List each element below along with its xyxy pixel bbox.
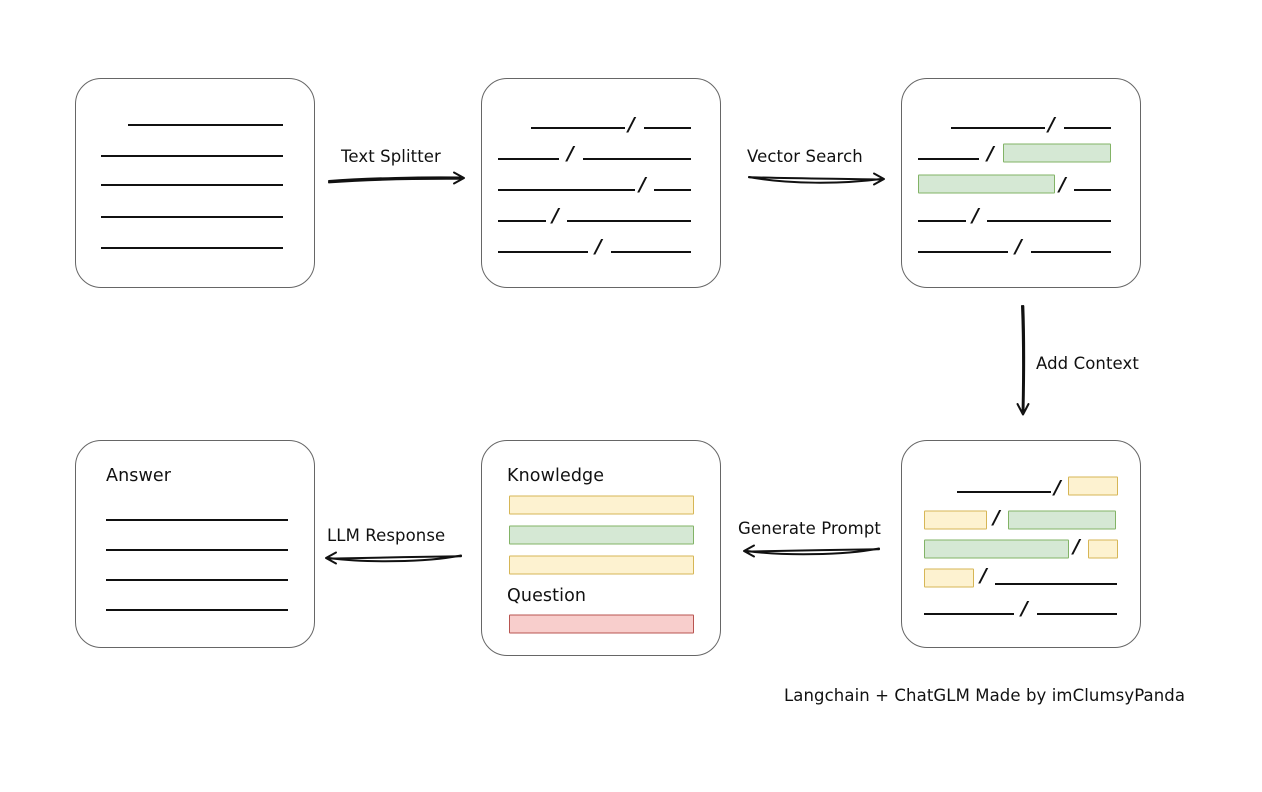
split-slash: / <box>595 235 602 258</box>
document-line-segment <box>498 220 546 222</box>
document-line-segment <box>1031 251 1111 253</box>
document-line <box>101 155 283 157</box>
answer-line <box>106 519 288 521</box>
split-document-box[interactable]: / / / / / <box>481 78 721 288</box>
context-chunk-chip[interactable] <box>924 539 1069 559</box>
split-slash: / <box>1073 535 1080 558</box>
context-chunk-chip[interactable] <box>924 510 987 530</box>
document-line-segment <box>498 251 588 253</box>
arrow-add-context <box>1016 305 1030 416</box>
split-slash: / <box>1048 113 1055 136</box>
edge-label-add-context: Add Context <box>1036 354 1139 373</box>
document-line <box>101 247 283 249</box>
document-line-segment <box>995 583 1117 585</box>
document-line-segment <box>924 613 1014 615</box>
split-slash: / <box>567 142 574 165</box>
answer-label: Answer <box>106 466 172 486</box>
prompt-box[interactable]: Knowledge Question <box>481 440 721 656</box>
document-line-segment <box>531 127 625 129</box>
document-line-segment <box>951 127 1045 129</box>
context-chunk-chip[interactable] <box>1068 476 1118 496</box>
split-slash: / <box>1054 476 1061 499</box>
source-document-box[interactable] <box>75 78 315 288</box>
matched-chunk-chip[interactable] <box>918 174 1055 194</box>
question-label: Question <box>507 586 587 606</box>
document-line <box>101 184 283 186</box>
split-slash: / <box>972 204 979 227</box>
document-line-segment <box>918 158 979 160</box>
knowledge-chip[interactable] <box>509 525 694 545</box>
context-chunk-chip[interactable] <box>924 568 974 588</box>
document-line-segment <box>1064 127 1111 129</box>
split-slash: / <box>639 173 646 196</box>
context-chunk-chip[interactable] <box>1008 510 1116 530</box>
matched-chunk-chip[interactable] <box>1003 143 1111 163</box>
document-line-segment <box>918 220 966 222</box>
knowledge-chip[interactable] <box>509 495 694 515</box>
document-line-segment <box>498 158 559 160</box>
knowledge-chip[interactable] <box>509 555 694 575</box>
split-slash: / <box>552 204 559 227</box>
answer-line <box>106 549 288 551</box>
document-line-segment <box>654 189 691 191</box>
split-slash: / <box>993 506 1000 529</box>
document-line <box>101 216 283 218</box>
split-slash: / <box>1059 173 1066 196</box>
arrow-vector-search <box>748 172 885 186</box>
matched-document-box[interactable]: / / / / / <box>901 78 1141 288</box>
edge-label-vector-search: Vector Search <box>747 147 863 166</box>
answer-line <box>106 609 288 611</box>
document-line-segment <box>611 251 691 253</box>
split-slash: / <box>1015 235 1022 258</box>
answer-box[interactable]: Answer <box>75 440 315 648</box>
context-document-box[interactable]: / / / / / <box>901 440 1141 648</box>
document-line-segment <box>644 127 691 129</box>
edge-label-generate-prompt: Generate Prompt <box>738 519 881 538</box>
split-slash: / <box>987 142 994 165</box>
split-slash: / <box>1021 597 1028 620</box>
arrow-generate-prompt <box>743 544 880 558</box>
document-line-segment <box>957 491 1051 493</box>
knowledge-label: Knowledge <box>507 466 605 486</box>
question-chip[interactable] <box>509 614 694 634</box>
document-line-segment <box>987 220 1111 222</box>
document-line <box>128 124 283 126</box>
document-line-segment <box>1074 189 1111 191</box>
document-line-segment <box>1037 613 1117 615</box>
document-line-segment <box>498 189 635 191</box>
document-line-segment <box>567 220 691 222</box>
arrow-text-splitter <box>328 171 465 185</box>
arrow-llm-response <box>325 551 462 565</box>
answer-line <box>106 579 288 581</box>
document-line-segment <box>583 158 691 160</box>
document-line-segment <box>918 251 1008 253</box>
footer-credit: Langchain + ChatGLM Made by imClumsyPand… <box>784 686 1186 705</box>
split-slash: / <box>980 564 987 587</box>
edge-label-text-splitter: Text Splitter <box>341 147 441 166</box>
split-slash: / <box>628 113 635 136</box>
edge-label-llm-response: LLM Response <box>327 526 446 545</box>
context-chunk-chip[interactable] <box>1088 539 1118 559</box>
